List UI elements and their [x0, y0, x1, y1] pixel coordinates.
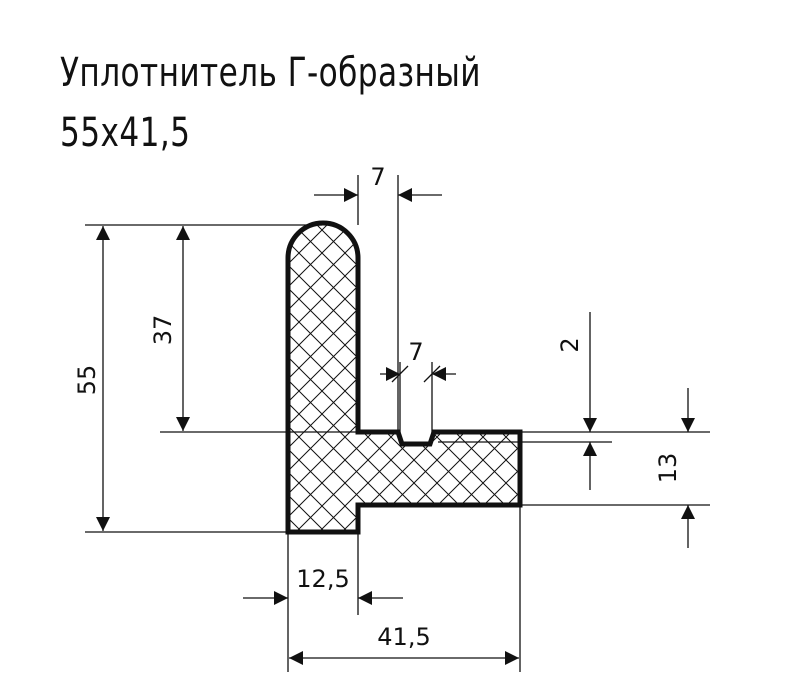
seal-profile: [285, 220, 523, 535]
dim-total-height: 55: [73, 365, 101, 396]
dim-top-width: 7: [370, 163, 385, 191]
dim-base-step-width: 12,5: [296, 565, 349, 593]
dim-total-width: 41,5: [377, 623, 430, 651]
dim-groove-depth: 2: [556, 337, 584, 352]
drawing-title: Уплотнитель Г-образный: [60, 50, 481, 96]
dimension-lines: [96, 188, 695, 665]
dim-groove-width: 7: [408, 338, 423, 366]
dim-upper-height: 37: [149, 315, 177, 346]
drawing-subtitle: 55x41,5: [60, 110, 191, 156]
extension-lines: [85, 175, 710, 672]
dim-base-height: 13: [654, 453, 682, 484]
